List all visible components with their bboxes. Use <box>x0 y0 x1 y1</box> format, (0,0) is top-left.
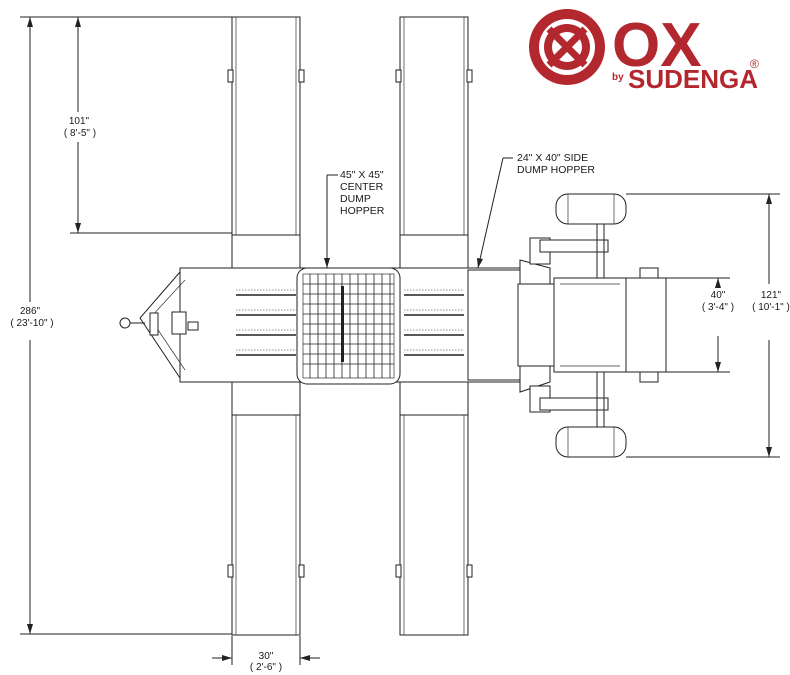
ox-sudenga-logo: OX ® by SUDENGA <box>529 9 759 94</box>
right-conveyor <box>395 16 473 636</box>
conveyor-width-feet: ( 2'-6" ) <box>250 662 282 673</box>
logo-registered-mark: ® <box>750 57 759 71</box>
center-dump-hopper <box>296 267 401 385</box>
logo-by-text: by <box>612 72 624 83</box>
axle-width-dimension <box>626 193 780 458</box>
side-hopper-width-feet: ( 3'-4" ) <box>702 302 734 313</box>
side-dump-hopper <box>517 267 667 383</box>
ox-emblem-icon <box>529 9 605 85</box>
conveyor-extension-dimension <box>70 17 232 234</box>
overall-length-feet: ( 23'-10" ) <box>10 318 53 329</box>
wheels <box>555 193 627 458</box>
center-hopper-line-4: HOPPER <box>340 205 385 217</box>
conveyor-extension-label: 101" <box>69 116 90 127</box>
axle-width-feet: ( 10'-1" ) <box>752 302 790 313</box>
conveyor-width-label: 30" <box>259 651 274 662</box>
logo-brand-text: OX <box>612 11 702 80</box>
conveyor-extension-feet: ( 8'-5" ) <box>64 128 96 139</box>
center-hopper-leader <box>324 174 338 268</box>
logo-maker-text: SUDENGA <box>628 64 758 94</box>
axle-width-label: 121" <box>761 290 782 301</box>
side-hopper-leader <box>477 157 513 269</box>
side-hopper-line-2: DUMP HOPPER <box>517 164 595 176</box>
overall-length-dimension <box>20 16 232 635</box>
side-hopper-width-label: 40" <box>711 290 726 301</box>
overall-length-label: 286" <box>20 306 41 317</box>
center-hopper-line-1: 45" X 45" <box>340 169 384 181</box>
side-hopper-width-dimension <box>666 277 730 373</box>
center-hopper-line-3: DUMP <box>340 193 371 205</box>
side-hopper-line-1: 24" X 40" SIDE <box>517 152 588 164</box>
center-hopper-line-2: CENTER <box>340 181 384 193</box>
conveyor-width-dimension <box>212 636 320 665</box>
